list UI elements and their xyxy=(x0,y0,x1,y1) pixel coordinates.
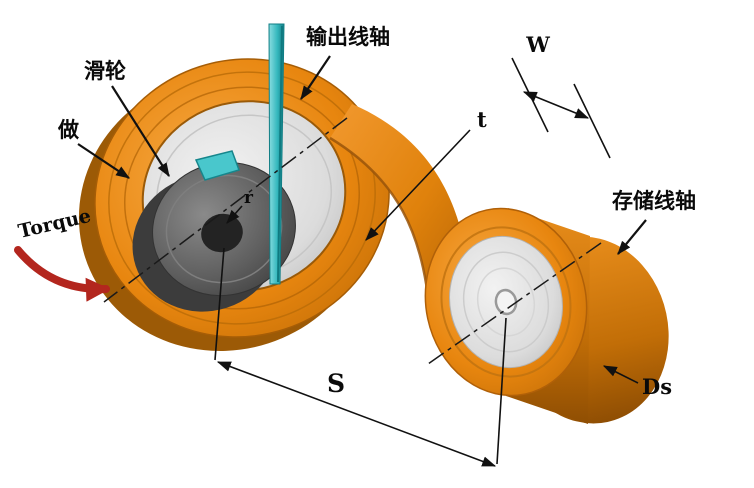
tape-clamp-tab xyxy=(194,150,240,181)
storage-spool-flange-ring2 xyxy=(476,267,536,337)
dimension-W: W xyxy=(511,32,611,159)
work-leader xyxy=(77,143,130,179)
output-spool-tape-layer-ring2 xyxy=(123,86,361,310)
label-output-spool-group: 输出线轴 xyxy=(300,25,390,100)
label-work-group: 做 xyxy=(57,118,130,179)
pulley xyxy=(132,150,296,312)
label-work: 做 xyxy=(57,118,79,142)
dim-label-w: W xyxy=(525,32,550,57)
dim-label-r: r xyxy=(244,188,254,208)
output-spool-leader xyxy=(300,55,331,100)
label-storage-spool: 存储线轴 xyxy=(612,189,696,213)
pulley-leader xyxy=(111,85,170,177)
output-spool-axis-line xyxy=(103,117,348,303)
dimension-r: r xyxy=(226,188,254,224)
r-leader-line xyxy=(226,205,243,224)
torque-arrow xyxy=(14,246,110,302)
label-output-spool: 输出线轴 xyxy=(306,25,390,49)
storage-spool-axis-line xyxy=(427,242,602,365)
w-extension-line-2 xyxy=(573,83,611,159)
label-storage-spool-group: 存储线轴 xyxy=(612,189,696,255)
output-rod xyxy=(268,23,285,285)
dim-label-s: S xyxy=(327,369,345,398)
storage-spool-leader xyxy=(617,219,647,255)
label-pulley: 滑轮 xyxy=(84,59,126,83)
s-extension-line-right xyxy=(496,317,507,465)
label-pulley-group: 滑轮 xyxy=(84,59,170,177)
s-extension-line-left xyxy=(214,247,225,361)
storage-spool-shaft-hole xyxy=(494,288,518,316)
t-leader-line xyxy=(365,129,471,241)
dim-label-t: t xyxy=(477,107,487,132)
s-dimension-arrow xyxy=(216,361,497,467)
storage-spool xyxy=(424,207,669,424)
ds-leader-line xyxy=(602,365,639,384)
output-rod-edge xyxy=(277,25,283,283)
dimension-t: t xyxy=(365,107,487,241)
dim-label-ds: Ds xyxy=(642,374,672,399)
dimension-S: S xyxy=(214,247,507,467)
w-dimension-arrow xyxy=(522,91,590,119)
dimension-Ds: Ds xyxy=(602,365,672,399)
storage-spool-rim-ring xyxy=(440,226,572,378)
storage-spool-flange-ring xyxy=(462,251,550,353)
